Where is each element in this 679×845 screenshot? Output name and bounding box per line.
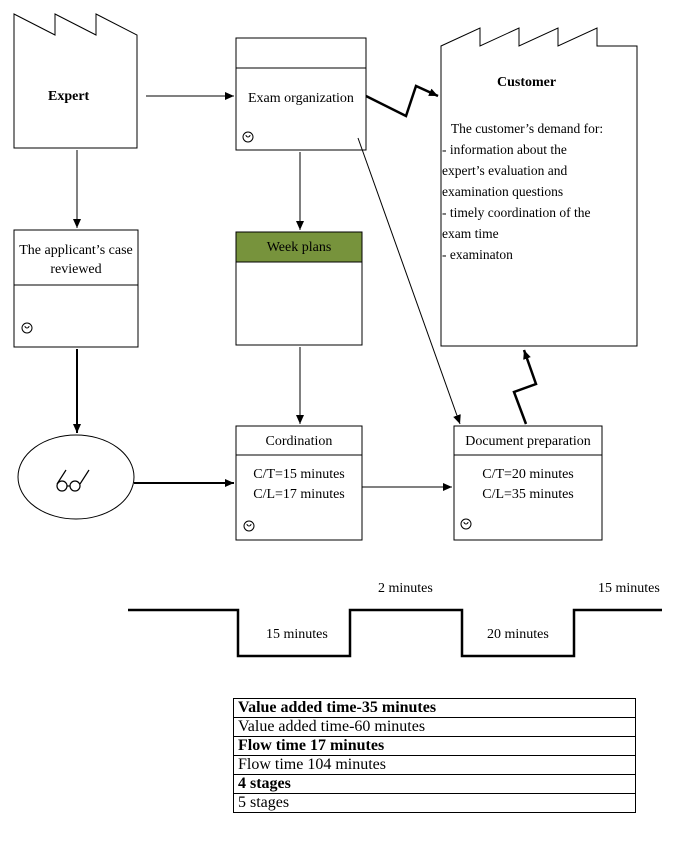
summary-cell: 5 stages xyxy=(233,793,636,813)
cordination-label: Cordination xyxy=(265,434,333,449)
week-plans-box xyxy=(235,231,363,346)
document-preparation-cl: C/L=35 minutes xyxy=(482,487,574,502)
table-row: Value added time-60 minutes xyxy=(233,717,636,737)
summary-table: Value added time-35 minutes Value added … xyxy=(233,698,636,813)
customer-demand-line: - timely coordination of the xyxy=(442,205,591,220)
timer-icon xyxy=(243,520,255,532)
customer-demand-line: - information about the xyxy=(442,142,567,157)
table-row: 4 stages xyxy=(233,774,636,794)
expert-factory-icon xyxy=(13,13,138,149)
arrow-exam-to-docprep xyxy=(357,137,461,425)
document-preparation-box xyxy=(453,425,603,541)
timeline-wait-label: 15 minutes xyxy=(598,581,660,596)
summary-cell: Value added time-35 minutes xyxy=(233,698,636,718)
customer-title: Customer xyxy=(497,75,557,90)
exam-organization-box xyxy=(235,37,367,151)
cordination-ct: C/T=15 minutes xyxy=(253,467,345,482)
summary-cell: 4 stages xyxy=(233,774,636,794)
customer-factory-icon xyxy=(440,27,638,347)
table-row: Flow time 17 minutes xyxy=(233,736,636,756)
timeline-process-label: 20 minutes xyxy=(487,627,549,642)
applicant-label-line2: reviewed xyxy=(50,262,102,277)
customer-demand-line: examination questions xyxy=(442,184,564,199)
expert-title: Expert xyxy=(48,89,90,104)
electronic-flow-exam-to-customer xyxy=(365,84,439,118)
timeline-ladder xyxy=(128,608,662,658)
summary-cell: Value added time-60 minutes xyxy=(233,717,636,737)
glasses-icon xyxy=(56,469,90,492)
timeline-process-label: 15 minutes xyxy=(266,627,328,642)
inspection-ellipse xyxy=(17,434,135,520)
week-plans-label: Week plans xyxy=(266,240,332,255)
customer-demand-line: exam time xyxy=(442,226,499,241)
timeline-wait-label: 2 minutes xyxy=(378,581,433,596)
document-preparation-label: Document preparation xyxy=(465,434,591,449)
table-row: Value added time-35 minutes xyxy=(233,698,636,718)
timer-icon xyxy=(242,131,254,143)
cordination-box xyxy=(235,425,363,541)
customer-demand-note: The customer’s demand for: - information… xyxy=(442,118,612,265)
document-preparation-ct: C/T=20 minutes xyxy=(482,467,574,482)
customer-demand-intro: The customer’s demand for: xyxy=(450,121,604,136)
timer-icon xyxy=(460,518,472,530)
applicant-box xyxy=(13,229,139,348)
table-row: Flow time 104 minutes xyxy=(233,755,636,775)
cordination-cl: C/L=17 minutes xyxy=(253,487,345,502)
table-row: 5 stages xyxy=(233,793,636,813)
summary-cell: Flow time 104 minutes xyxy=(233,755,636,775)
customer-demand-line: expert’s evaluation and xyxy=(442,163,568,178)
summary-cell: Flow time 17 minutes xyxy=(233,736,636,756)
exam-organization-label: Exam organization xyxy=(248,91,354,106)
electronic-flow-docprep-to-customer xyxy=(512,349,538,425)
customer-demand-line: - examinaton xyxy=(442,247,513,262)
applicant-label-line1: The applicant’s case xyxy=(19,243,133,258)
timer-icon xyxy=(21,322,33,334)
